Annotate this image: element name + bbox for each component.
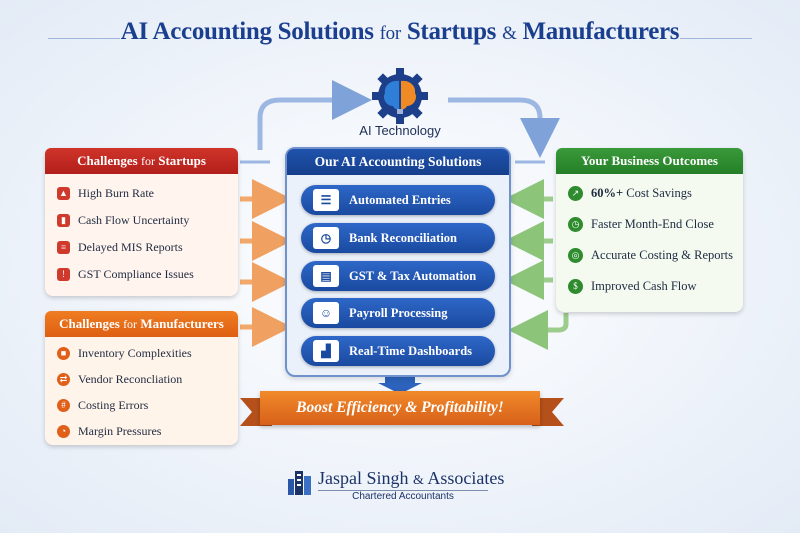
list-item: ◷Faster Month-End Close: [556, 209, 743, 240]
clock-icon: ◷: [568, 217, 583, 232]
list-item: $Improved Cash Flow: [556, 271, 743, 302]
dollar-icon: $: [568, 279, 583, 294]
efficiency-banner: Boost Efficiency & Profitability!: [260, 391, 540, 425]
dashboard-chart-icon: ▟: [313, 340, 339, 362]
warning-icon: !: [57, 268, 70, 281]
list-item: ◔Margin Pressures: [45, 418, 238, 444]
solution-payroll: ☺Payroll Processing: [301, 298, 495, 328]
solutions-panel-header: Our AI Accounting Solutions: [287, 149, 509, 175]
growth-chart-icon: ↗: [568, 186, 583, 201]
outcomes-panel: Your Business Outcomes ↗60%+ Cost Saving…: [556, 148, 743, 312]
buildings-logo-icon: [288, 471, 311, 495]
arrow-top-left: [257, 80, 372, 150]
startups-challenges-panel: Challenges for Startups ▲High Burn Rate …: [45, 148, 238, 296]
fire-icon: ▲: [57, 187, 70, 200]
down-arrow: [378, 377, 422, 394]
startups-panel-header: Challenges for Startups: [45, 148, 238, 174]
list-item: ≡Delayed MIS Reports: [45, 234, 238, 261]
ledger-clock-icon: ◷: [313, 227, 339, 249]
document-lines-icon: ☰: [313, 189, 339, 211]
solution-dashboards: ▟Real-Time Dashboards: [301, 336, 495, 366]
ai-technology-label: AI Technology: [359, 123, 441, 138]
manufacturers-challenges-panel: Challenges for Manufacturers ■Inventory …: [45, 311, 238, 445]
arrow-top-right: [448, 97, 560, 158]
list-item: ■Inventory Complexities: [45, 340, 238, 366]
list-item: ◎Accurate Costing & Reports: [556, 240, 743, 271]
gauge-icon: ◔: [57, 424, 70, 438]
solution-bank-reconciliation: ◷Bank Reconciliation: [301, 223, 495, 253]
list-item: ▲High Burn Rate: [45, 180, 238, 207]
firm-name: Jaspal Singh & Associates: [318, 468, 505, 488]
firm-subtitle: Chartered Accountants: [352, 491, 454, 502]
chart-bars-icon: ▮: [57, 214, 70, 227]
arrow-outcome-4: [508, 310, 569, 350]
solutions-panel: Our AI Accounting Solutions ☰Automated E…: [285, 147, 511, 377]
brain-gear-icon: [372, 68, 428, 124]
list-item: !GST Compliance Issues: [45, 261, 238, 288]
list-item: ↗60%+ Cost Savings: [556, 178, 743, 209]
boxes-icon: ■: [57, 346, 70, 360]
outcomes-panel-header: Your Business Outcomes: [556, 148, 743, 174]
title-rule-right: [680, 38, 752, 39]
document-icon: ≡: [57, 241, 70, 254]
title-rule-left: [48, 38, 120, 39]
manufacturers-panel-header: Challenges for Manufacturers: [45, 311, 238, 337]
target-icon: ◎: [568, 248, 583, 263]
solution-gst-tax: ▤GST & Tax Automation: [301, 261, 495, 291]
list-item: #Costing Errors: [45, 392, 238, 418]
list-item: ▮Cash Flow Uncertainty: [45, 207, 238, 234]
page-title: AI Accounting Solutions for Startups & M…: [120, 18, 680, 45]
calculator-icon: #: [57, 398, 70, 412]
solution-automated-entries: ☰Automated Entries: [301, 185, 495, 215]
people-icon: ☺: [313, 302, 339, 324]
handshake-icon: ⇄: [57, 372, 70, 386]
list-item: ⇄Vendor Reconcliation: [45, 366, 238, 392]
printer-icon: ▤: [313, 265, 339, 287]
firm-divider: [318, 490, 488, 491]
